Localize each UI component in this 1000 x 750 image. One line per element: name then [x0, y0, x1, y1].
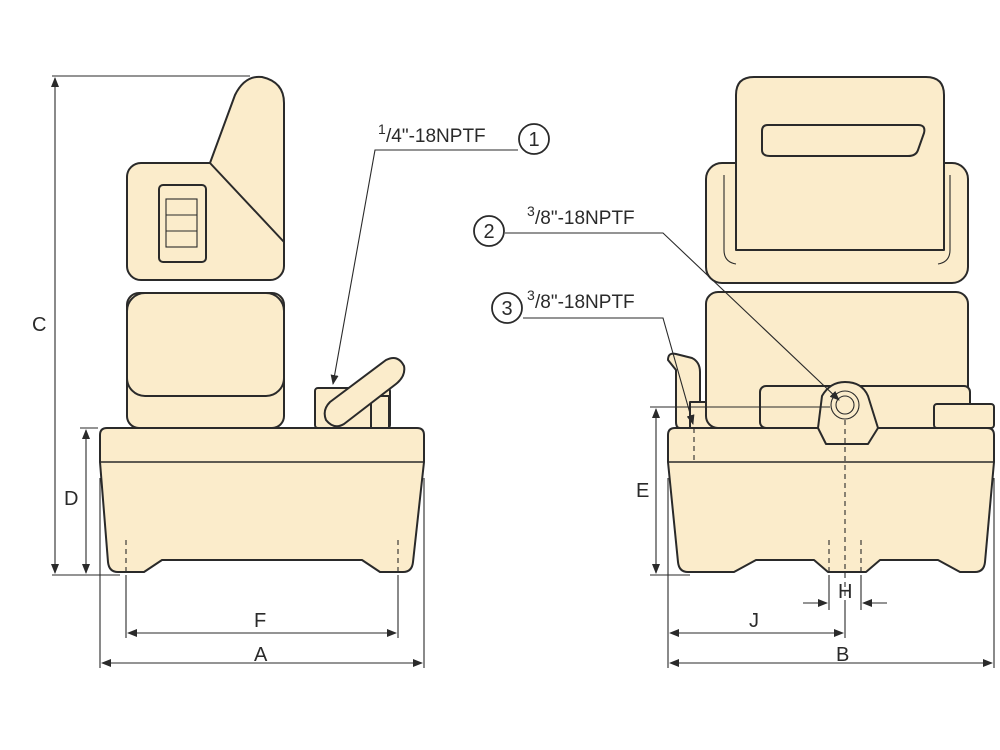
front-motor-rib-right [937, 175, 951, 265]
port-1-leader [330, 149, 518, 385]
port-3-leader [523, 317, 695, 425]
dim-b-label: B [836, 644, 849, 666]
port-3-marker [491, 292, 523, 324]
dim-c-label: C [32, 314, 46, 336]
dim-j-label: J [749, 610, 759, 632]
side-motor-band [126, 292, 285, 397]
port-2-fraction: 3 [527, 203, 535, 219]
port-3-number: 3 [501, 298, 512, 320]
front-view-base [667, 427, 995, 573]
dim-e-label: E [636, 480, 649, 502]
dim-d-label: D [64, 488, 78, 510]
front-valve-cap [933, 403, 995, 429]
side-view: C D F A 1 /4"-18NPTF 1 [32, 75, 550, 668]
port-1-thread: /4"-18NPTF [386, 126, 486, 147]
side-handle [209, 75, 285, 243]
dim-h-label: H [838, 581, 852, 603]
side-switch-window [165, 198, 198, 248]
front-motor-rib-left [723, 175, 737, 265]
port-1-number: 1 [528, 129, 539, 151]
port-1-marker [518, 123, 550, 155]
front-view: E H J B 2 3 /8"-18NPTF 3 3 /8"-18NPTF [473, 76, 995, 668]
port-2-thread: /8"-18NPTF [535, 208, 635, 229]
port-2-number: 2 [483, 221, 494, 243]
front-port-inner [835, 395, 855, 415]
port-3-thread: /8"-18NPTF [535, 292, 635, 313]
side-valve-lever [323, 357, 406, 428]
side-view-base [99, 427, 425, 573]
port-1-fraction: 1 [378, 121, 386, 137]
port-3-fraction: 3 [527, 287, 535, 303]
front-handle-grip [761, 124, 926, 157]
front-port-outer [830, 390, 860, 420]
dim-f-label: F [254, 610, 266, 632]
front-handle [735, 76, 945, 251]
port-2-marker [473, 215, 505, 247]
dim-a-label: A [254, 644, 268, 666]
port-2-leader [505, 232, 840, 401]
side-switch-housing [158, 184, 207, 263]
